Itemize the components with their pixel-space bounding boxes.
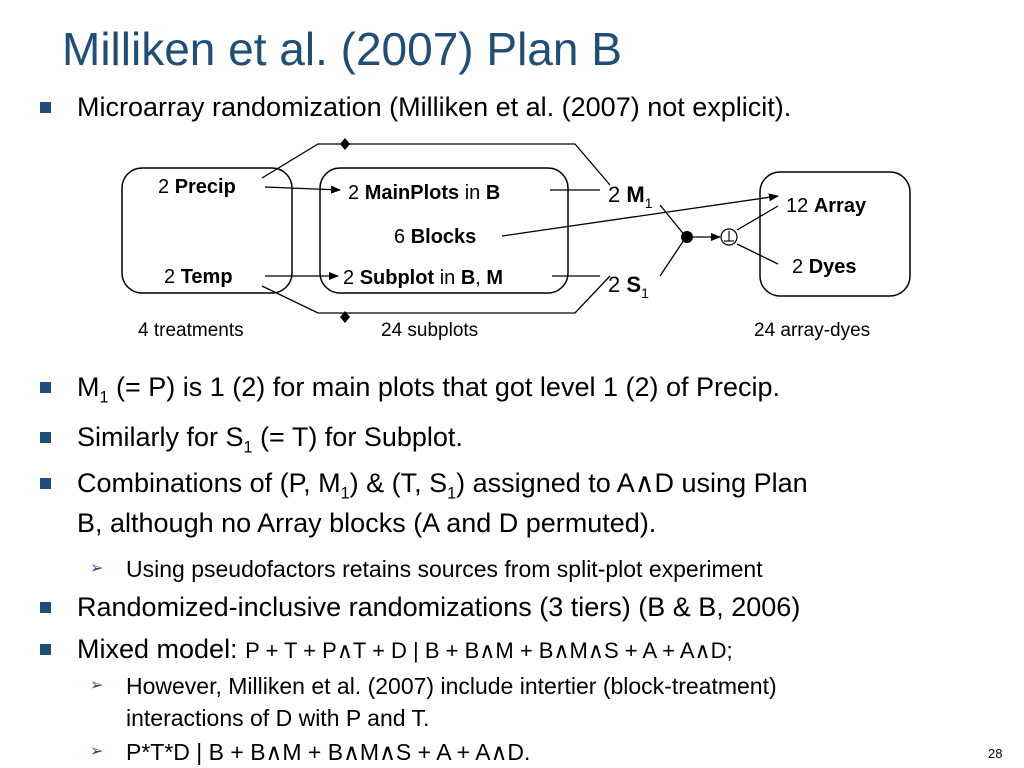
bullet-square-icon (40, 602, 51, 613)
slide-title: Milliken et al. (2007) Plan B (62, 23, 622, 75)
caption-subplots: 24 subplots (381, 320, 478, 341)
bullet-s1: Similarly for S1 (= T) for Subplot. (40, 420, 463, 457)
temp-label: 2 Temp (164, 266, 233, 288)
array-dyes-box (759, 171, 911, 297)
s1-to-node-line (659, 236, 687, 277)
subbullet-formula: ➢ P*T*D | B + B∧M + B∧M∧S + A + A∧D. (90, 736, 530, 768)
top-diamond-icon (340, 138, 350, 150)
subbullet-pseudofactors: ➢ Using pseudofactors retains sources fr… (90, 553, 763, 585)
caption-treatments: 4 treatments (138, 320, 244, 341)
subplots-box (319, 167, 569, 294)
s1-label: 2 S1 (608, 272, 649, 301)
page-number: 28 (988, 746, 1003, 761)
bullet-text: Randomized-inclusive randomizations (3 t… (77, 592, 801, 622)
top-link-line (261, 143, 611, 186)
arrow-bullet-icon: ➢ (90, 677, 104, 694)
bottom-diamond-icon (340, 311, 350, 323)
mainplots-label: 2 MainPlots in B (348, 182, 500, 204)
bullet-square-icon (40, 644, 51, 655)
array-label: 12 Array (786, 195, 867, 217)
treatments-box (121, 167, 293, 294)
bullet-square-icon (40, 102, 51, 113)
bottom-link-line (261, 275, 611, 314)
bullet-square-icon (40, 432, 51, 443)
bullet-mixed-model: Mixed model: P + T + P∧T + D | B + B∧M +… (40, 632, 733, 668)
bullet-m1: M1 (= P) is 1 (2) for main plots that go… (40, 370, 781, 407)
dyes-label: 2 Dyes (792, 256, 857, 278)
blocks-to-array-arrow (501, 193, 779, 237)
arrow-bullet-icon: ➢ (90, 743, 104, 760)
randomization-diagram: 2 Precip 2 Temp 2 MainPlots in B 6 Block… (121, 138, 911, 341)
precip-label: 2 Precip (158, 176, 236, 198)
bullet-text: Combinations of (P, M1) & (T, S1) assign… (77, 468, 808, 538)
bullet-text: Similarly for S1 (= T) for Subplot. (77, 422, 463, 457)
blocks-label: 6 Blocks (394, 226, 476, 248)
bullet-text: M1 (= P) is 1 (2) for main plots that go… (77, 372, 781, 407)
combination-node-icon (681, 231, 693, 243)
bullet-square-icon (40, 382, 51, 393)
subplot-label: 2 Subplot in B, M (343, 267, 503, 289)
m1-label: 2 M1 (608, 182, 653, 211)
subbullet-intertier: ➢ However, Milliken et al. (2007) includ… (90, 670, 777, 734)
bullet-square-icon (40, 478, 51, 489)
bullet-text: Mixed model: P + T + P∧T + D | B + B∧M +… (77, 634, 733, 664)
perp-to-dyes-line (736, 243, 779, 265)
bullet-randomized-inclusive: Randomized-inclusive randomizations (3 t… (40, 590, 800, 624)
subbullet-text: P*T*D | B + B∧M + B∧M∧S + A + A∧D. (126, 739, 531, 765)
m1-to-node-line (659, 204, 687, 238)
arrow-bullet-icon: ➢ (90, 560, 104, 577)
caption-array-dyes: 24 array-dyes (754, 320, 870, 341)
subbullet-text: Using pseudofactors retains sources from… (126, 556, 763, 582)
perp-to-array-line (736, 205, 779, 231)
bullet-text: Microarray randomization (Milliken et al… (77, 92, 792, 122)
subbullet-text: However, Milliken et al. (2007) include … (126, 673, 777, 731)
bullet-combinations: Combinations of (P, M1) & (T, S1) assign… (40, 466, 808, 543)
bullet-microarray: Microarray randomization (Milliken et al… (40, 90, 791, 124)
precip-to-mainplots-arrow (264, 185, 341, 194)
